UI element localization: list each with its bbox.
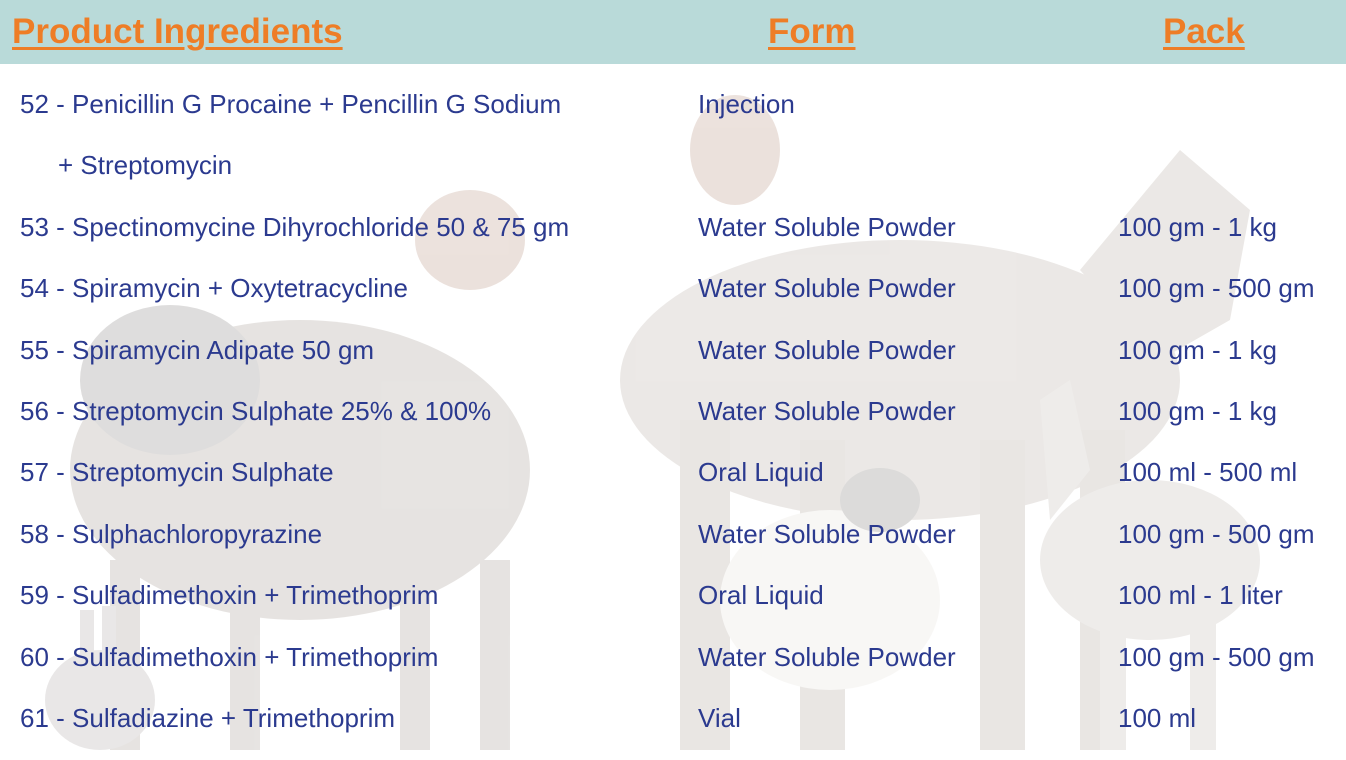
table-row: 60 - Sulfadimethoxin + Trimethoprim Wate… <box>0 627 1346 688</box>
ingredient-cell: 58 - Sulphachloropyrazine <box>20 518 323 549</box>
table-row: + Streptomycin <box>0 135 1346 196</box>
table-row: 55 - Spiramycin Adipate 50 gm Water Solu… <box>0 320 1346 381</box>
ingredient-cell: 53 - Spectinomycine Dihyrochloride 50 & … <box>20 211 570 242</box>
form-cell: Water Soluble Powder <box>698 334 956 365</box>
pack-cell: 100 gm - 1 kg <box>1118 395 1277 426</box>
ingredient-cell: 57 - Streptomycin Sulphate <box>20 457 334 488</box>
pack-cell: 100 gm - 1 kg <box>1118 211 1277 242</box>
product-table-body: 52 - Penicillin G Procaine + Pencillin G… <box>0 74 1346 749</box>
form-cell: Water Soluble Powder <box>698 211 956 242</box>
pack-cell: 100 ml - 1 liter <box>1118 580 1283 611</box>
form-cell: Injection <box>698 89 795 119</box>
column-header-pack: Pack <box>1163 12 1245 51</box>
table-row: 58 - Sulphachloropyrazine Water Soluble … <box>0 504 1346 565</box>
pack-cell: 100 gm - 1 kg <box>1118 334 1277 365</box>
form-cell: Water Soluble Powder <box>698 641 956 672</box>
column-header-ingredients: Product Ingredients <box>12 12 343 51</box>
form-cell: Oral Liquid <box>698 580 824 611</box>
column-header-form: Form <box>768 12 856 51</box>
ingredient-cell: 52 - Penicillin G Procaine + Pencillin G… <box>20 89 562 119</box>
pack-cell: 100 gm - 500 gm <box>1118 518 1315 549</box>
table-row: 53 - Spectinomycine Dihyrochloride 50 & … <box>0 197 1346 258</box>
ingredient-cell: + Streptomycin <box>58 150 233 181</box>
pack-cell: 100 ml <box>1118 702 1197 733</box>
pack-cell: 100 gm - 500 gm <box>1118 641 1315 672</box>
ingredient-cell: 59 - Sulfadimethoxin + Trimethoprim <box>20 580 439 611</box>
table-row: 54 - Spiramycin + Oxytetracycline Water … <box>0 258 1346 319</box>
table-row: 52 - Penicillin G Procaine + Pencillin G… <box>0 74 1346 135</box>
pack-cell: 100 gm - 500 gm <box>1118 273 1315 304</box>
form-cell: Water Soluble Powder <box>698 395 956 426</box>
table-header: Product Ingredients Form Pack <box>0 0 1346 64</box>
ingredient-cell: 54 - Spiramycin + Oxytetracycline <box>20 273 408 304</box>
table-row: 57 - Streptomycin Sulphate Oral Liquid 1… <box>0 442 1346 503</box>
table-row: 59 - Sulfadimethoxin + Trimethoprim Oral… <box>0 565 1346 626</box>
ingredient-cell: 60 - Sulfadimethoxin + Trimethoprim <box>20 641 439 672</box>
form-cell: Vial <box>698 702 741 733</box>
pack-cell: 100 ml - 500 ml <box>1118 457 1298 488</box>
table-row: 56 - Streptomycin Sulphate 25% & 100% Wa… <box>0 381 1346 442</box>
ingredient-cell: 61 - Sulfadiazine + Trimethoprim <box>20 702 396 733</box>
ingredient-cell: 56 - Streptomycin Sulphate 25% & 100% <box>20 395 492 426</box>
table-row: 61 - Sulfadiazine + Trimethoprim Vial 10… <box>0 688 1346 749</box>
form-cell: Water Soluble Powder <box>698 273 956 304</box>
form-cell: Water Soluble Powder <box>698 518 956 549</box>
ingredient-cell: 55 - Spiramycin Adipate 50 gm <box>20 334 375 365</box>
form-cell: Oral Liquid <box>698 457 824 488</box>
